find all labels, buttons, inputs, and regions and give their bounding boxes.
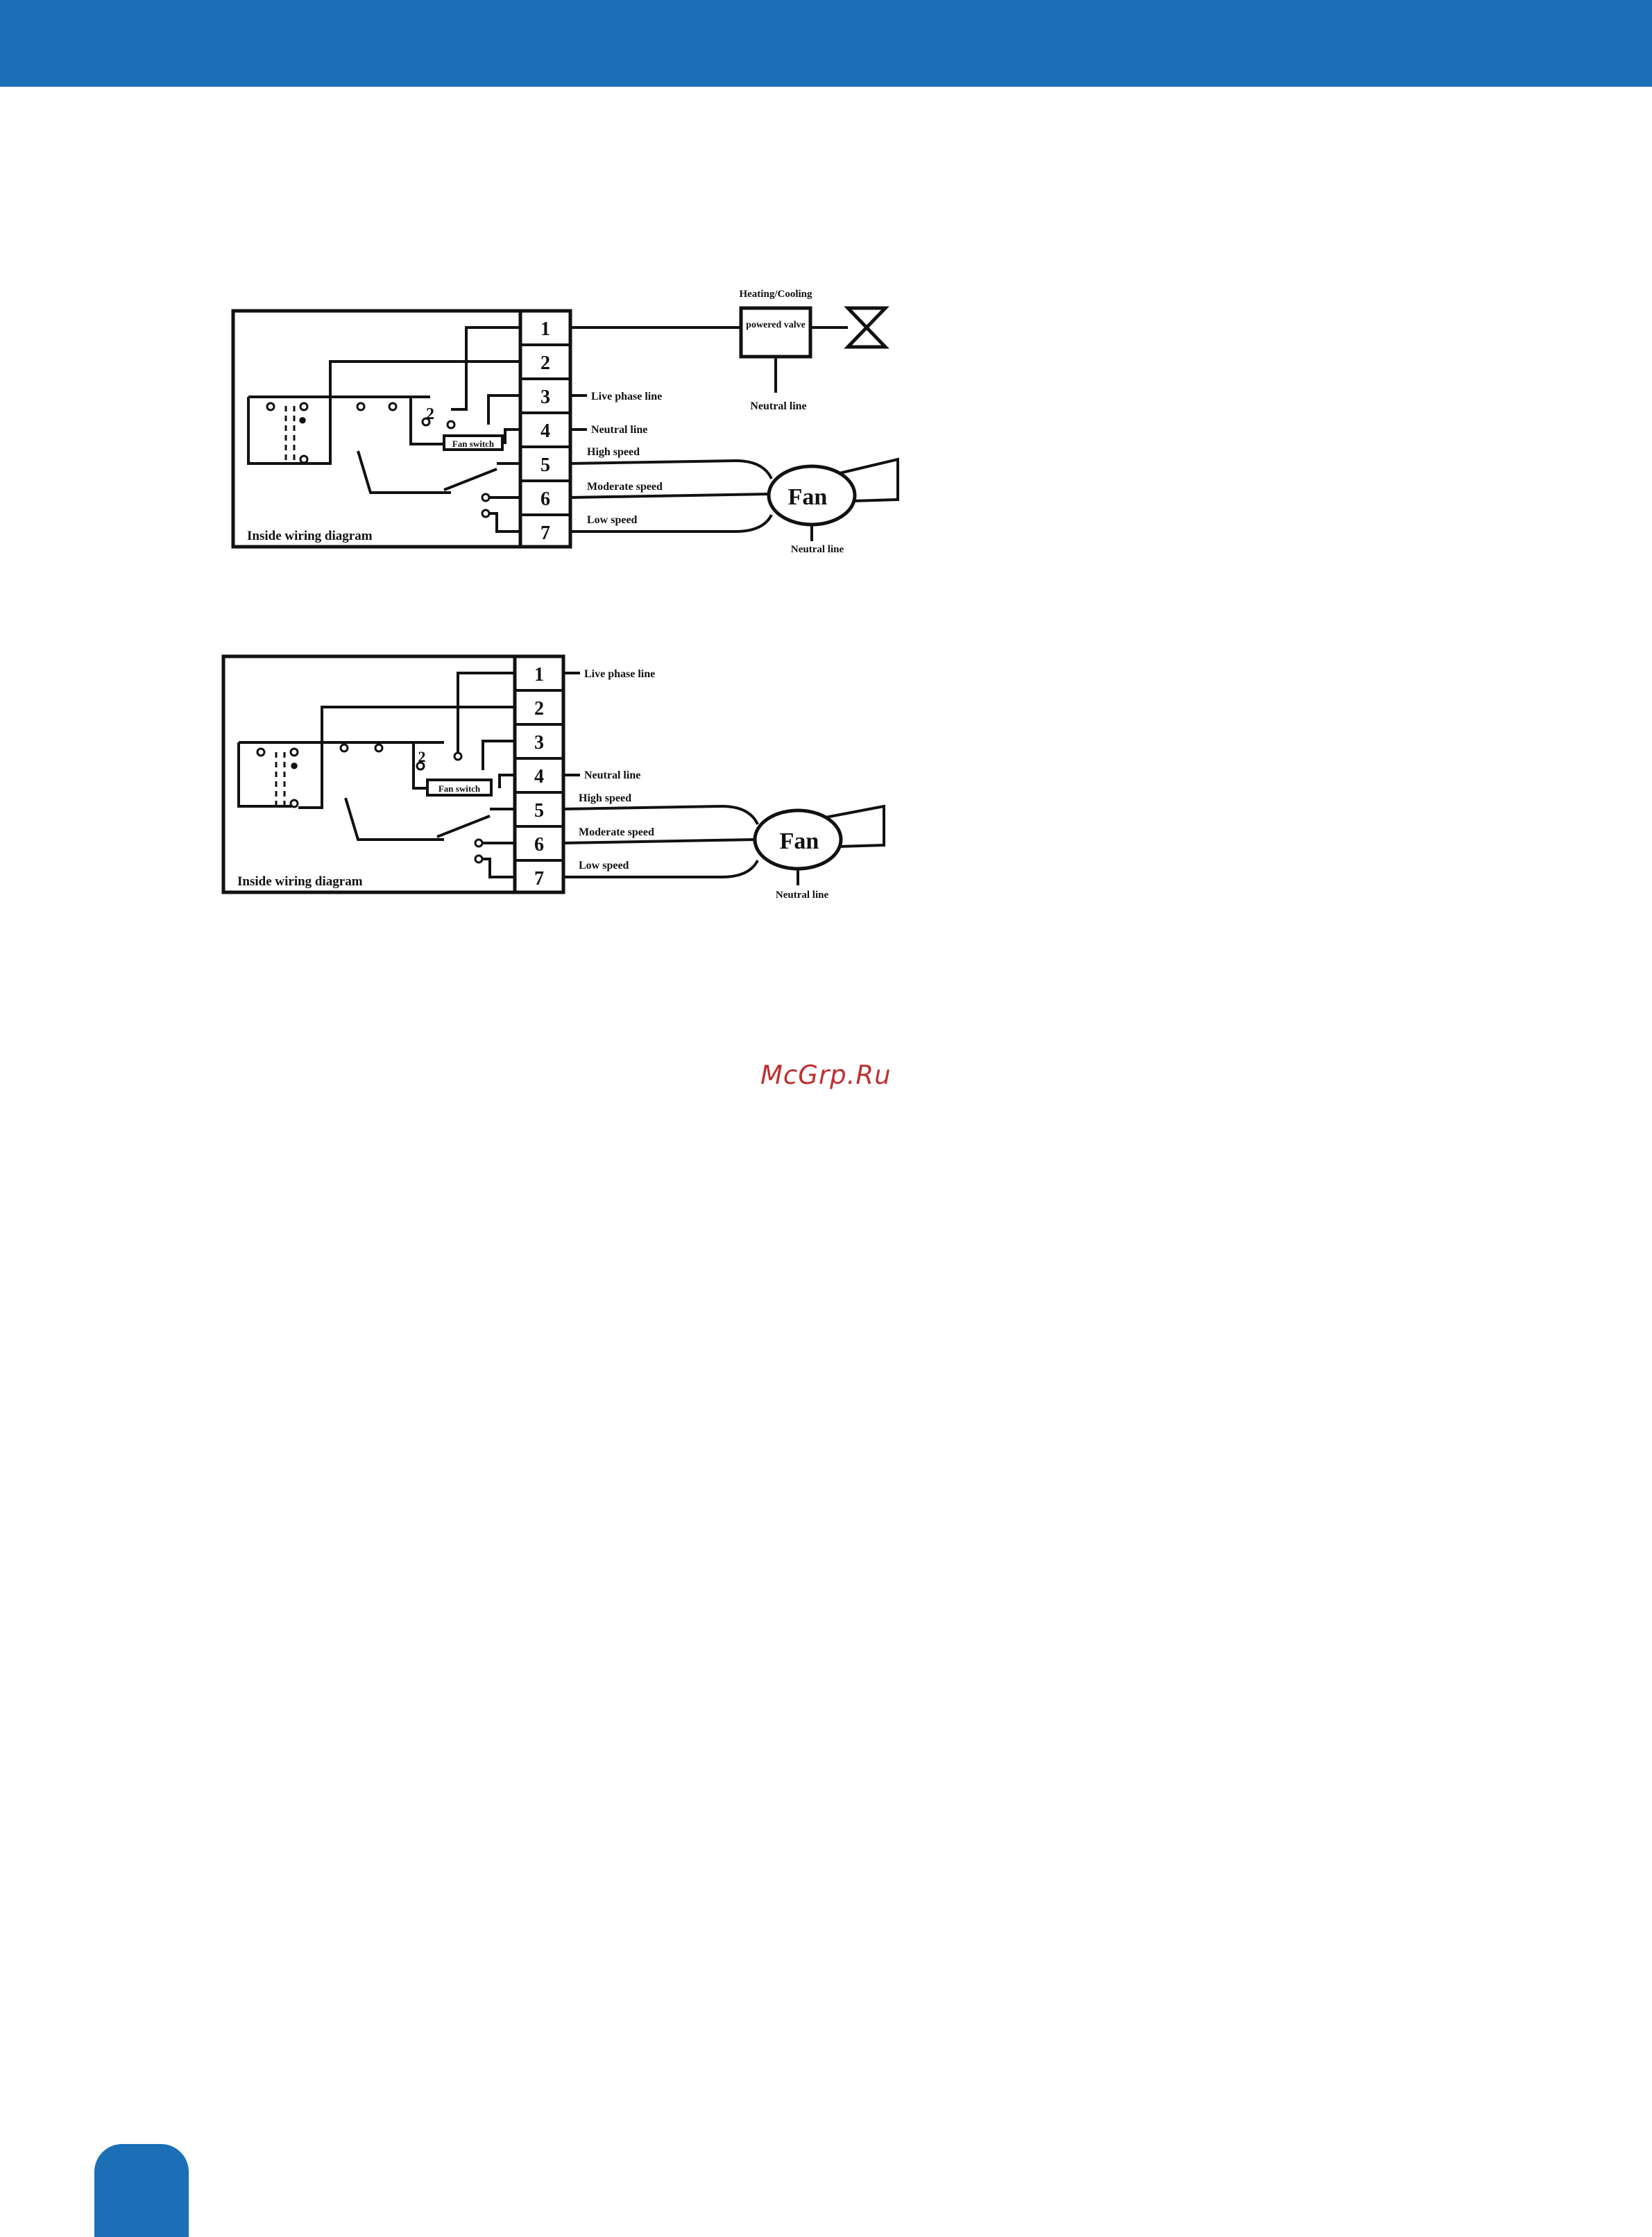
diagram1-terminal-2: 2 <box>540 352 550 374</box>
diagram2-terminal-7: 7 <box>534 868 544 890</box>
diagram2-label-t6: Moderate speed <box>579 826 654 838</box>
diagram1-terminal-6: 6 <box>540 488 550 510</box>
diagram1-valve-icon <box>844 306 889 349</box>
diagram1-label-t4: Neutral line <box>591 424 647 436</box>
diagram2-label-t4: Neutral line <box>584 769 640 781</box>
diagram1-terminal-4: 4 <box>540 420 550 442</box>
diagram2-terminal-4: 4 <box>534 766 544 788</box>
diagram1-label-t5: High speed <box>587 446 640 458</box>
diagram1-fan-circuit: Fan Neutral line <box>570 457 899 555</box>
diagram2-caption: Inside wiring diagram <box>237 874 363 889</box>
diagram2-terminal-2: 2 <box>534 698 544 720</box>
diagram2-terminal-dividers <box>515 689 563 862</box>
diagram1-fan-neutral: Neutral line <box>791 544 844 555</box>
diagram2-terminal-3: 3 <box>534 732 544 754</box>
diagram2-relay-mark: ● <box>289 756 298 774</box>
diagram2-terminal-1: 1 <box>534 664 544 686</box>
diagram2-fan-circuit: Fan Neutral line <box>563 804 885 901</box>
diagram1-valve-circuit: powered valve Heating/Cooling Neutral li… <box>570 289 889 412</box>
diagram1-terminal-7: 7 <box>540 522 550 544</box>
diagram2-fan-switch-box <box>426 779 493 797</box>
diagram1-valve-header: Heating/Cooling <box>739 289 812 300</box>
wiring-diagram-2: 1 2 3 4 5 6 7 <box>221 654 885 901</box>
diagram1-label-t6: Moderate speed <box>587 481 663 493</box>
diagram1-caption: Inside wiring diagram <box>247 529 373 543</box>
diagram1-terminal-5: 5 <box>540 454 550 476</box>
diagram1-terminal-dividers <box>520 343 570 516</box>
diagram2-label-t5: High speed <box>579 792 631 804</box>
diagram1-fan-switch-box <box>443 434 504 451</box>
diagram2-label-t7: Low speed <box>579 860 629 871</box>
diagram1-terminal-3: 3 <box>540 386 550 408</box>
diagram1-powered-valve-box <box>739 306 812 359</box>
diagram1-outer-box <box>231 309 522 549</box>
diagram1-valve-neutral: Neutral line <box>750 400 806 412</box>
diagram1-relay-mark: ● <box>298 411 307 428</box>
diagram2-terminal-6: 6 <box>534 834 544 856</box>
page-number-badge <box>94 2144 189 2237</box>
watermark-text: McGrp.Ru <box>760 1060 892 1090</box>
diagram2-terminal-5: 5 <box>534 800 544 822</box>
diagram2-internal-wiring: ● Fan switch 2 <box>237 672 515 878</box>
diagram1-switch-mark: 2 <box>426 405 434 423</box>
diagram2-switch-mark: 2 <box>418 748 426 765</box>
diagram1-powered-valve-label: powered valve <box>746 320 806 330</box>
diagram2-fan-label: Fan <box>780 828 819 854</box>
diagram1-label-t3: Live phase line <box>591 391 662 402</box>
diagram1-internal-wiring: ● Fan switch 2 <box>247 326 520 533</box>
diagram1-fan-label: Fan <box>788 484 828 510</box>
wiring-diagram-1: 1 2 3 4 5 6 7 <box>231 289 899 555</box>
diagram2-fan-switch-label: Fan switch <box>438 783 481 794</box>
diagram1-label-t7: Low speed <box>587 514 638 526</box>
diagram2-fan-neutral: Neutral line <box>776 890 829 901</box>
diagram1-line-labels: Live phase line Neutral line High speed … <box>570 391 663 526</box>
header-bar <box>0 0 1652 87</box>
diagram1-terminal-1: 1 <box>540 318 550 340</box>
diagram2-label-t1: Live phase line <box>584 668 655 680</box>
diagram2-line-labels: Live phase line Neutral line High speed … <box>563 668 655 871</box>
diagram1-fan-switch-label: Fan switch <box>452 439 495 449</box>
diagram2-outer-box <box>221 654 517 894</box>
